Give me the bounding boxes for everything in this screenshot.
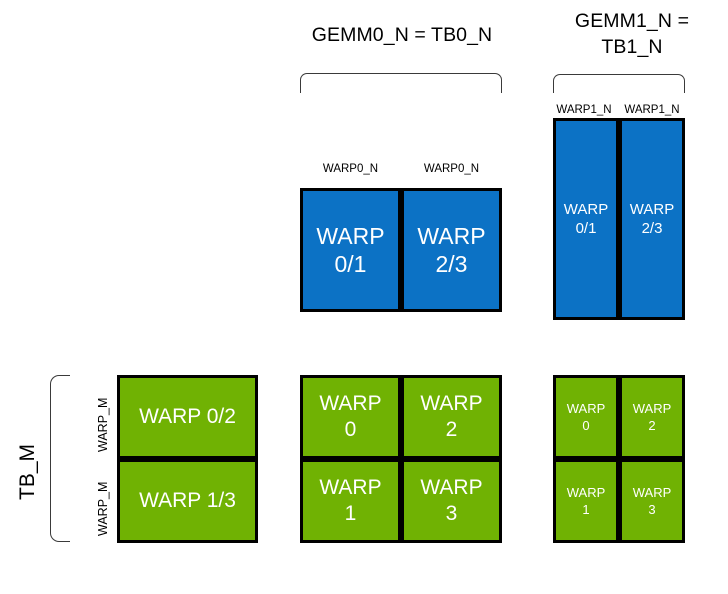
- blue-tile-gemm0-warp01: WARP 0/1: [300, 188, 401, 312]
- column-label-warp0n-1: WARP0_N: [423, 163, 480, 175]
- green-tile-right-warp0: WARP 0: [553, 375, 619, 459]
- column-label-warp1n-0: WARP1_N: [556, 104, 612, 116]
- bracket-gemm1-width: [553, 74, 685, 93]
- heading-gemm1: GEMM1_N = TB1_N: [574, 10, 690, 58]
- green-tile-right-warp2: WARP 2: [619, 375, 685, 459]
- bracket-gemm0-width: [300, 73, 502, 93]
- green-tile-left-warp02: WARP 0/2: [117, 375, 258, 459]
- blue-tile-gemm0-warp23: WARP 2/3: [401, 188, 502, 312]
- heading-gemm0: GEMM0_N = TB0_N: [311, 24, 493, 46]
- column-label-warp0n-0: WARP0_N: [322, 163, 379, 175]
- green-tile-mid-warp0: WARP 0: [300, 375, 401, 459]
- row-label-warp-m-0: WARP_M: [96, 397, 110, 452]
- row-label-warp-m-1: WARP_M: [96, 481, 110, 536]
- green-tile-right-warp1: WARP 1: [553, 459, 619, 543]
- green-tile-right-warp3: WARP 3: [619, 459, 685, 543]
- column-label-warp1n-1: WARP1_N: [624, 104, 680, 116]
- dimension-label-tb-m: TB_M: [16, 443, 39, 500]
- green-tile-mid-warp1: WARP 1: [300, 459, 401, 543]
- green-tile-left-warp13: WARP 1/3: [117, 459, 258, 543]
- green-tile-mid-warp2: WARP 2: [401, 375, 502, 459]
- blue-tile-gemm1-warp01: WARP 0/1: [553, 118, 619, 320]
- bracket-tb-m: [50, 375, 70, 542]
- blue-tile-gemm1-warp23: WARP 2/3: [619, 118, 685, 320]
- green-tile-mid-warp3: WARP 3: [401, 459, 502, 543]
